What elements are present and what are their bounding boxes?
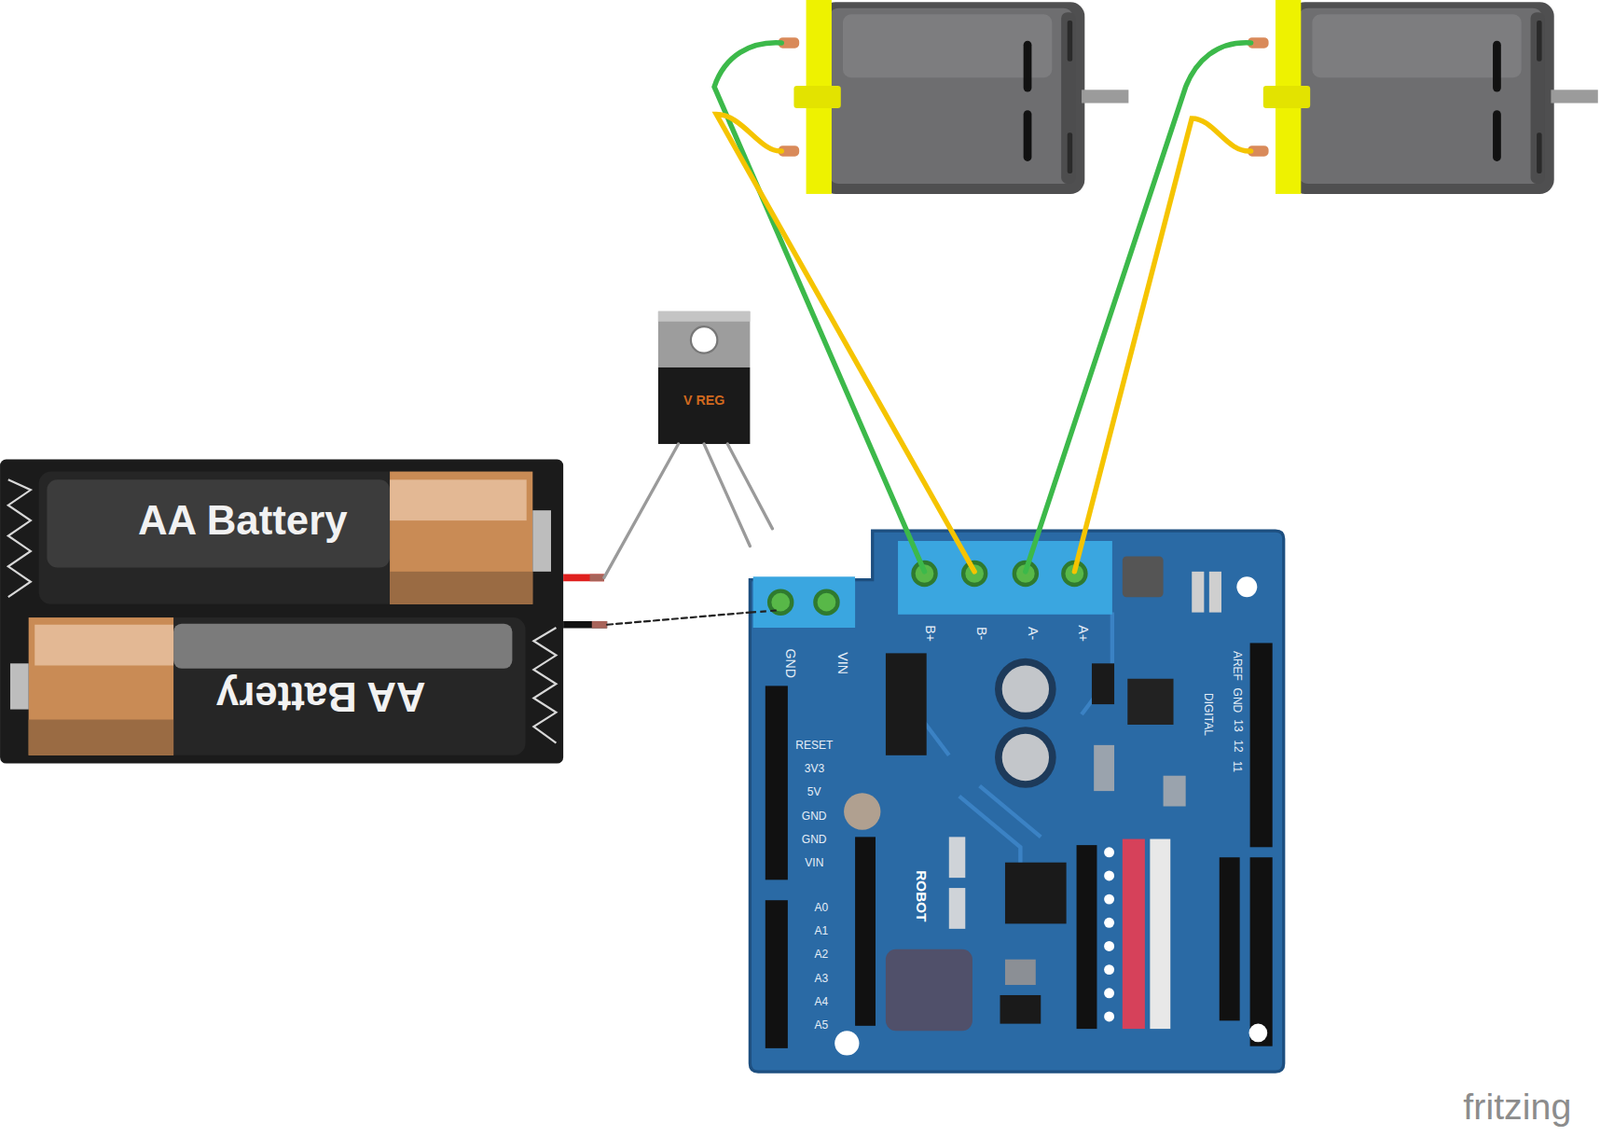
pin-label: A1 <box>813 924 828 938</box>
wire-connector <box>703 443 750 546</box>
terminal-label: A- <box>1024 626 1040 640</box>
motor-shield: ROBOT <box>749 528 1283 1072</box>
pin-label: 5V <box>807 786 822 800</box>
terminal-label: VIN <box>835 652 851 676</box>
pin-label: 3V3 <box>804 762 825 776</box>
pin-label: VIN <box>804 856 824 870</box>
dc-motor <box>1246 0 1598 194</box>
pin-label: A0 <box>813 901 828 915</box>
terminal-label: A+ <box>1075 624 1091 642</box>
ground-wire-end <box>749 609 778 612</box>
pin-label: GND <box>1229 687 1243 713</box>
battery-cell: AA Battery <box>10 617 607 756</box>
pin-label: 13 <box>1230 718 1244 732</box>
watermark: fritzing <box>1462 1085 1572 1128</box>
pin-label: GND <box>801 833 828 847</box>
pin-label: 12 <box>1230 739 1244 752</box>
cell-label: AA Battery <box>137 496 348 544</box>
wire-connector <box>727 443 773 529</box>
pin-label: A5 <box>813 1019 828 1033</box>
voltage-regulator: V REG <box>658 311 750 444</box>
pin-label: A3 <box>813 972 828 986</box>
regulator-package <box>658 311 750 444</box>
motor-shield-board <box>749 530 1283 1072</box>
pin-label: A4 <box>813 995 828 1009</box>
part-label: V REG <box>683 392 725 408</box>
header-label: DIGITAL <box>1200 692 1214 736</box>
pin-label: RESET <box>795 739 833 753</box>
board-label: ROBOT <box>913 869 931 922</box>
terminal-label: B- <box>974 626 990 640</box>
battery-holder <box>0 458 607 763</box>
motor-wires <box>714 42 1252 572</box>
terminal-label: GND <box>783 648 799 679</box>
pin-label: A2 <box>813 948 828 962</box>
cell-label: AA Battery <box>216 673 427 720</box>
wire-connector <box>606 612 750 625</box>
terminal-label: B+ <box>923 624 938 642</box>
pin-label: 11 <box>1230 760 1244 773</box>
battery-cell: AA Battery <box>39 471 605 605</box>
pin-label: GND <box>801 810 828 824</box>
dc-motor <box>777 0 1129 194</box>
wire-connector <box>604 443 679 578</box>
pin-label: AREF <box>1230 649 1244 680</box>
